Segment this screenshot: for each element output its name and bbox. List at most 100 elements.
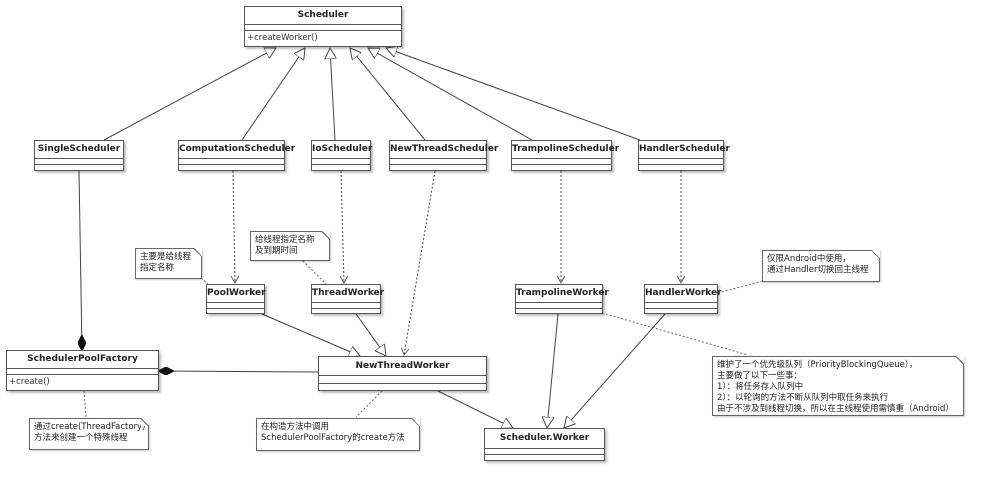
note-fold-icon xyxy=(194,248,202,256)
note-line: 通过Handler切换回主线程 xyxy=(767,265,869,275)
attributes-section xyxy=(179,159,284,165)
methods-section xyxy=(516,309,602,314)
edge-newthreadworker-to-worker xyxy=(435,389,513,428)
note-line: 主要是给线程 xyxy=(140,252,192,262)
attributes-section xyxy=(7,369,158,375)
class-name: HandlerWorker xyxy=(645,285,722,303)
note-line: 维护了一个优先级队列（PriorityBlockingQueue）， xyxy=(717,360,918,370)
note-new-thread-worker: 在构造方法中调用 SchedulerPoolFactory的create方法 xyxy=(256,418,420,451)
edge-trampolineworker-to-worker xyxy=(547,313,559,428)
anchor-trampolineworker-note xyxy=(601,312,749,356)
edge-single-to-factory xyxy=(79,170,82,350)
attributes-section xyxy=(207,303,264,309)
class-name: TrampolineScheduler xyxy=(512,141,619,159)
class-scheduler-pool-factory[interactable]: SchedulerPoolFactory +create() xyxy=(6,350,159,391)
note-thread-worker: 给线程指定名称 及到期时间 xyxy=(250,231,330,261)
class-name: Scheduler.Worker xyxy=(485,429,604,449)
methods-section xyxy=(645,309,717,314)
methods-section xyxy=(639,165,723,170)
methods-section xyxy=(485,455,604,460)
attributes-section xyxy=(35,159,123,165)
edge-newthread-to-newthreadworker xyxy=(404,170,436,355)
note-line: SchedulerPoolFactory的create方法 xyxy=(261,433,405,443)
class-thread-worker[interactable]: ThreadWorker xyxy=(311,284,384,314)
class-name: PoolWorker xyxy=(207,285,266,303)
class-name: NewThreadWorker xyxy=(319,357,486,376)
anchor-threadworker-note xyxy=(299,257,327,285)
class-scheduler[interactable]: Scheduler +createWorker() xyxy=(244,6,402,47)
class-name: TrampolineWorker xyxy=(516,285,609,303)
note-fold-icon xyxy=(412,418,420,426)
class-name: ComputationScheduler xyxy=(179,141,295,159)
edge-computation-to-poolworker xyxy=(233,170,235,283)
class-name: NewThreadScheduler xyxy=(390,141,498,159)
methods-section xyxy=(207,309,264,314)
edge-trampoline-to-scheduler xyxy=(368,48,533,141)
note-line: 及到期时间 xyxy=(255,246,298,256)
class-name: SingleScheduler xyxy=(35,141,123,159)
note-line: 2）：以轮询的方法不断从队列中取任务来执行 xyxy=(717,393,889,403)
methods-section xyxy=(390,165,486,170)
edge-handler-to-scheduler xyxy=(386,48,641,141)
attributes-section xyxy=(645,303,717,309)
anchor-factory-note xyxy=(83,390,87,418)
methods-section xyxy=(312,165,370,170)
note-line: 给线程指定名称 xyxy=(255,235,315,245)
class-name: HandlerScheduler xyxy=(639,141,730,159)
methods-section xyxy=(179,165,284,170)
edge-computation-to-scheduler xyxy=(241,48,305,141)
note-handler-worker: 仅限Android中使用， 通过Handler切换回主线程 xyxy=(762,250,880,282)
methods-section xyxy=(312,309,380,314)
class-trampoline-worker[interactable]: TrampolineWorker xyxy=(515,284,609,314)
class-computation-scheduler[interactable]: ComputationScheduler xyxy=(178,140,295,171)
edge-io-to-scheduler xyxy=(330,48,335,141)
class-new-thread-worker[interactable]: NewThreadWorker xyxy=(318,356,487,391)
class-name: SchedulerPoolFactory xyxy=(7,351,158,369)
note-fold-icon xyxy=(872,250,880,258)
note-line: 方法来创建一个特殊线程 xyxy=(34,433,128,443)
note-scheduler-pool-factory: 通过create(ThreadFactory) 方法来创建一个特殊线程 xyxy=(29,418,149,450)
edge-poolworker-to-newthreadworker xyxy=(261,313,360,356)
note-pool-worker: 主要是给线程 指定名称 xyxy=(135,248,202,279)
class-pool-worker[interactable]: PoolWorker xyxy=(206,284,266,314)
attributes-section xyxy=(312,159,370,165)
note-fold-icon xyxy=(322,231,330,239)
edge-newthreadworker-to-factory xyxy=(159,371,319,372)
note-line: 在构造方法中调用 xyxy=(261,422,330,432)
class-name: Scheduler xyxy=(245,7,401,25)
class-io-scheduler[interactable]: IoScheduler xyxy=(311,140,372,171)
class-scheduler-worker[interactable]: Scheduler.Worker xyxy=(484,428,605,461)
edge-single-to-scheduler xyxy=(103,48,276,141)
class-trampoline-scheduler[interactable]: TrampolineScheduler xyxy=(511,140,619,171)
note-line: 仅限Android中使用， xyxy=(767,254,851,264)
edge-threadworker-to-newthreadworker xyxy=(355,313,386,356)
note-line: 通过create(ThreadFactory) xyxy=(34,422,146,432)
class-single-scheduler[interactable]: SingleScheduler xyxy=(34,140,124,171)
anchor-newthreadworker-note xyxy=(355,390,383,418)
attributes-section xyxy=(319,376,486,384)
edge-io-to-threadworker xyxy=(341,170,344,283)
note-fold-icon xyxy=(141,418,149,426)
note-line: 1）：将任务存入队列中 xyxy=(717,382,804,392)
attributes-section xyxy=(516,303,602,309)
note-fold-icon xyxy=(956,356,964,364)
attributes-section xyxy=(245,25,401,31)
methods-section xyxy=(35,165,123,170)
class-handler-worker[interactable]: HandlerWorker xyxy=(644,284,722,314)
class-new-thread-scheduler[interactable]: NewThreadScheduler xyxy=(389,140,498,171)
methods-section xyxy=(319,384,486,389)
attributes-section xyxy=(312,303,380,309)
method-create: +create() xyxy=(9,377,50,387)
anchor-handlerworker-note xyxy=(717,280,763,294)
edge-handlerworker-to-worker xyxy=(564,313,666,428)
class-handler-scheduler[interactable]: HandlerScheduler xyxy=(638,140,730,171)
attributes-section xyxy=(485,449,604,455)
edge-newthread-to-scheduler xyxy=(350,48,426,141)
note-line: 由于不涉及到线程切换，所以在主线程使用需慎重（Android） xyxy=(717,404,954,414)
methods-section xyxy=(512,165,611,170)
attributes-section xyxy=(639,159,723,165)
class-name: ThreadWorker xyxy=(312,285,384,303)
class-name: IoScheduler xyxy=(312,141,372,159)
method-create-worker: +createWorker() xyxy=(247,33,318,43)
